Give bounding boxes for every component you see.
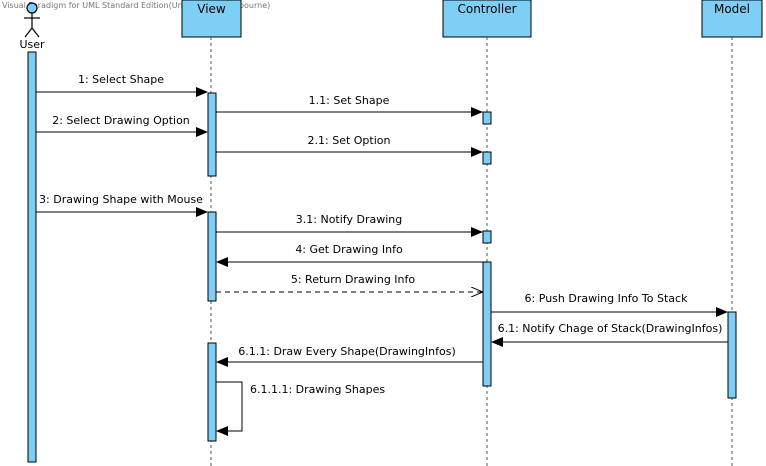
controller-activation-bar [482, 151, 492, 165]
controller-activation-bar [482, 230, 492, 244]
message-push-drawing-info-to-stack[interactable]: 6: Push Drawing Info To Stack [491, 292, 728, 317]
message-select-drawing-option[interactable]: 2: Select Drawing Option [36, 114, 208, 137]
view-activation-bar [207, 342, 217, 442]
model-activation-bar [727, 311, 737, 399]
user-actor-label: User [19, 38, 45, 51]
message-label: 6: Push Drawing Info To Stack [525, 292, 689, 305]
view-activation-bar [207, 92, 217, 177]
watermark-text: Visual Paradigm for UML Standard Edition… [2, 1, 270, 10]
message-label: 3: Drawing Shape with Mouse [39, 193, 203, 206]
controller-activation-bar [482, 111, 492, 125]
message-label: 5: Return Drawing Info [291, 273, 416, 286]
message-get-drawing-info[interactable]: 4: Get Drawing Info [216, 243, 483, 267]
message-label: 1: Select Shape [78, 73, 164, 86]
participant-model-label: Model [714, 2, 750, 16]
participant-controller-label: Controller [457, 2, 516, 16]
participant-model[interactable]: Model [701, 0, 763, 38]
message-label: 6.1.1: Draw Every Shape(DrawingInfos) [238, 345, 456, 358]
message-select-shape[interactable]: 1: Select Shape [36, 73, 208, 97]
message-label: 2: Select Drawing Option [52, 114, 190, 127]
message-set-option[interactable]: 2.1: Set Option [216, 134, 483, 157]
view-activation-bar [207, 211, 217, 302]
message-label: 6.1.1.1: Drawing Shapes [250, 383, 385, 396]
participant-view[interactable]: View [181, 0, 242, 38]
message-return-drawing-info[interactable]: 5: Return Drawing Info [216, 273, 482, 292]
participant-view-label: View [197, 2, 226, 16]
stick-figure-actor-icon [24, 2, 40, 38]
message-label: 2.1: Set Option [308, 134, 391, 147]
controller-activation-bar [482, 261, 492, 387]
user-actor[interactable]: User [19, 2, 45, 51]
message-set-shape[interactable]: 1.1: Set Shape [216, 94, 483, 117]
message-notify-change-of-stack[interactable]: 6.1: Notify Chage of Stack(DrawingInfos) [491, 322, 728, 347]
message-drawing-shapes-self[interactable]: 6.1.1.1: Drawing Shapes [216, 381, 385, 436]
message-label: 6.1: Notify Chage of Stack(DrawingInfos) [498, 322, 723, 335]
message-notify-drawing[interactable]: 3.1: Notify Drawing [216, 213, 483, 237]
message-label: 1.1: Set Shape [309, 94, 390, 107]
participant-controller[interactable]: Controller [442, 0, 532, 38]
message-drawing-shape-with-mouse[interactable]: 3: Drawing Shape with Mouse [36, 193, 208, 217]
user-activation-bar [27, 51, 37, 463]
message-label: 3.1: Notify Drawing [296, 213, 402, 226]
message-label: 4: Get Drawing Info [295, 243, 403, 256]
message-draw-every-shape[interactable]: 6.1.1: Draw Every Shape(DrawingInfos) [216, 345, 483, 367]
